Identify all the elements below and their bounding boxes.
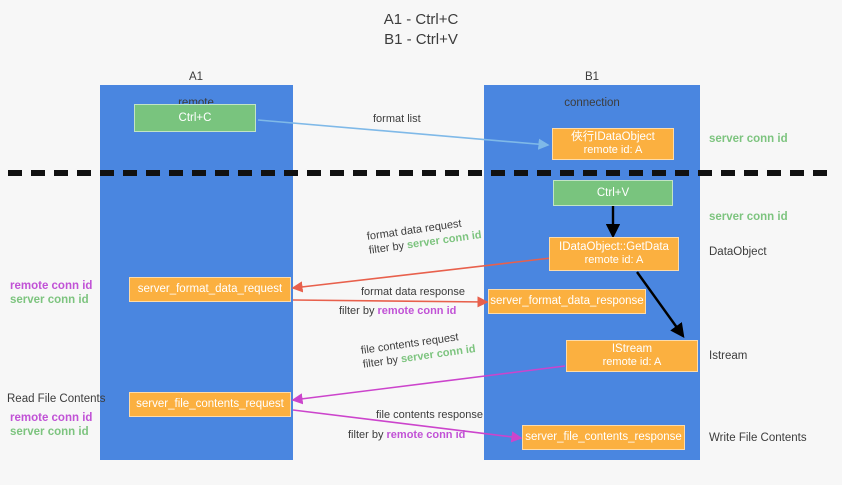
left-label-read-file-contents: Read File Contents	[7, 393, 106, 405]
column-header-a1-name: A1	[188, 71, 204, 83]
edge-label-format-data-request: format data request filter by server con…	[366, 214, 483, 258]
node-server-file-contents-response-label: server_file_contents_response	[525, 431, 682, 443]
node-istream[interactable]: IStream remote id: A	[566, 340, 698, 372]
right-label-server-conn-id-2: server conn id	[709, 211, 788, 223]
node-server-format-data-request-label: server_format_data_request	[137, 283, 283, 295]
node-idataobject-top-line2: remote id: A	[583, 144, 643, 156]
filter-value-remote-conn-id: remote conn id	[386, 429, 466, 441]
edge-label-file-contents-response-filter: filter by remote conn id	[348, 428, 483, 442]
node-server-file-contents-response[interactable]: server_file_contents_response	[522, 425, 685, 450]
right-label-server-conn-id-1: server conn id	[709, 133, 788, 145]
filter-value-remote-conn-id: remote conn id	[377, 305, 457, 317]
column-header-b1: B1 connection	[542, 58, 642, 110]
filter-prefix: filter by	[368, 239, 408, 257]
filter-prefix: filter by	[362, 353, 402, 371]
column-header-a1: A1 remote	[146, 58, 246, 110]
edge-label-format-list-text: format list	[373, 113, 421, 125]
edge-label-file-contents-response-text: file contents response	[376, 409, 484, 421]
node-idataobject-top[interactable]: 俠行IDataObject remote id: A	[552, 128, 674, 160]
node-getdata-line1: IDataObject::GetData	[559, 241, 669, 253]
left-label-group-1: remote conn id server conn id	[10, 279, 92, 307]
left-label-remote-conn-id-2: remote conn id	[10, 412, 93, 424]
node-server-file-contents-request-label: server_file_contents_request	[136, 398, 284, 410]
node-ctrl-c-label: Ctrl+C	[178, 111, 212, 124]
page-title: A1 - Ctrl+C B1 - Ctrl+V	[383, 11, 459, 48]
node-ctrl-v-label: Ctrl+V	[596, 186, 630, 199]
edge-label-format-data-response-filter: filter by remote conn id	[339, 304, 465, 318]
right-label-istream: Istream	[709, 350, 748, 362]
node-idataobject-top-line1: 俠行IDataObject	[571, 131, 655, 143]
column-header-b1-name: B1	[584, 71, 600, 83]
node-getdata[interactable]: IDataObject::GetData remote id: A	[549, 237, 679, 271]
edge-label-file-contents-request: file contents request filter by server c…	[360, 328, 477, 372]
left-label-remote-conn-id-1: remote conn id	[10, 280, 93, 292]
node-server-file-contents-request[interactable]: server_file_contents_request	[129, 392, 291, 417]
node-getdata-line2: remote id: A	[584, 254, 644, 266]
column-header-b1-sub: connection	[564, 97, 620, 109]
node-istream-line2: remote id: A	[602, 356, 662, 368]
node-ctrl-c[interactable]: Ctrl+C	[134, 104, 256, 132]
filter-prefix: filter by	[339, 305, 378, 317]
edge-label-format-list: format list	[373, 112, 421, 126]
node-ctrl-v[interactable]: Ctrl+V	[553, 180, 673, 206]
node-server-format-data-response-label: server_format_data_response	[490, 295, 644, 307]
node-istream-line1: IStream	[611, 343, 653, 355]
edge-label-format-data-response: format data response filter by remote co…	[339, 285, 465, 318]
filter-prefix: filter by	[348, 429, 387, 441]
left-label-group-2: remote conn id server conn id	[10, 411, 92, 439]
edge-label-format-data-response-text: format data response	[361, 286, 465, 298]
left-label-server-conn-id-2: server conn id	[10, 426, 89, 438]
node-server-format-data-request[interactable]: server_format_data_request	[129, 277, 291, 302]
node-server-format-data-response[interactable]: server_format_data_response	[488, 289, 646, 314]
edge-label-file-contents-response: file contents response filter by remote …	[348, 408, 484, 442]
left-label-server-conn-id-1: server conn id	[10, 294, 89, 306]
right-label-dataobject: DataObject	[709, 246, 767, 258]
right-label-write-file-contents: Write File Contents	[709, 432, 807, 444]
